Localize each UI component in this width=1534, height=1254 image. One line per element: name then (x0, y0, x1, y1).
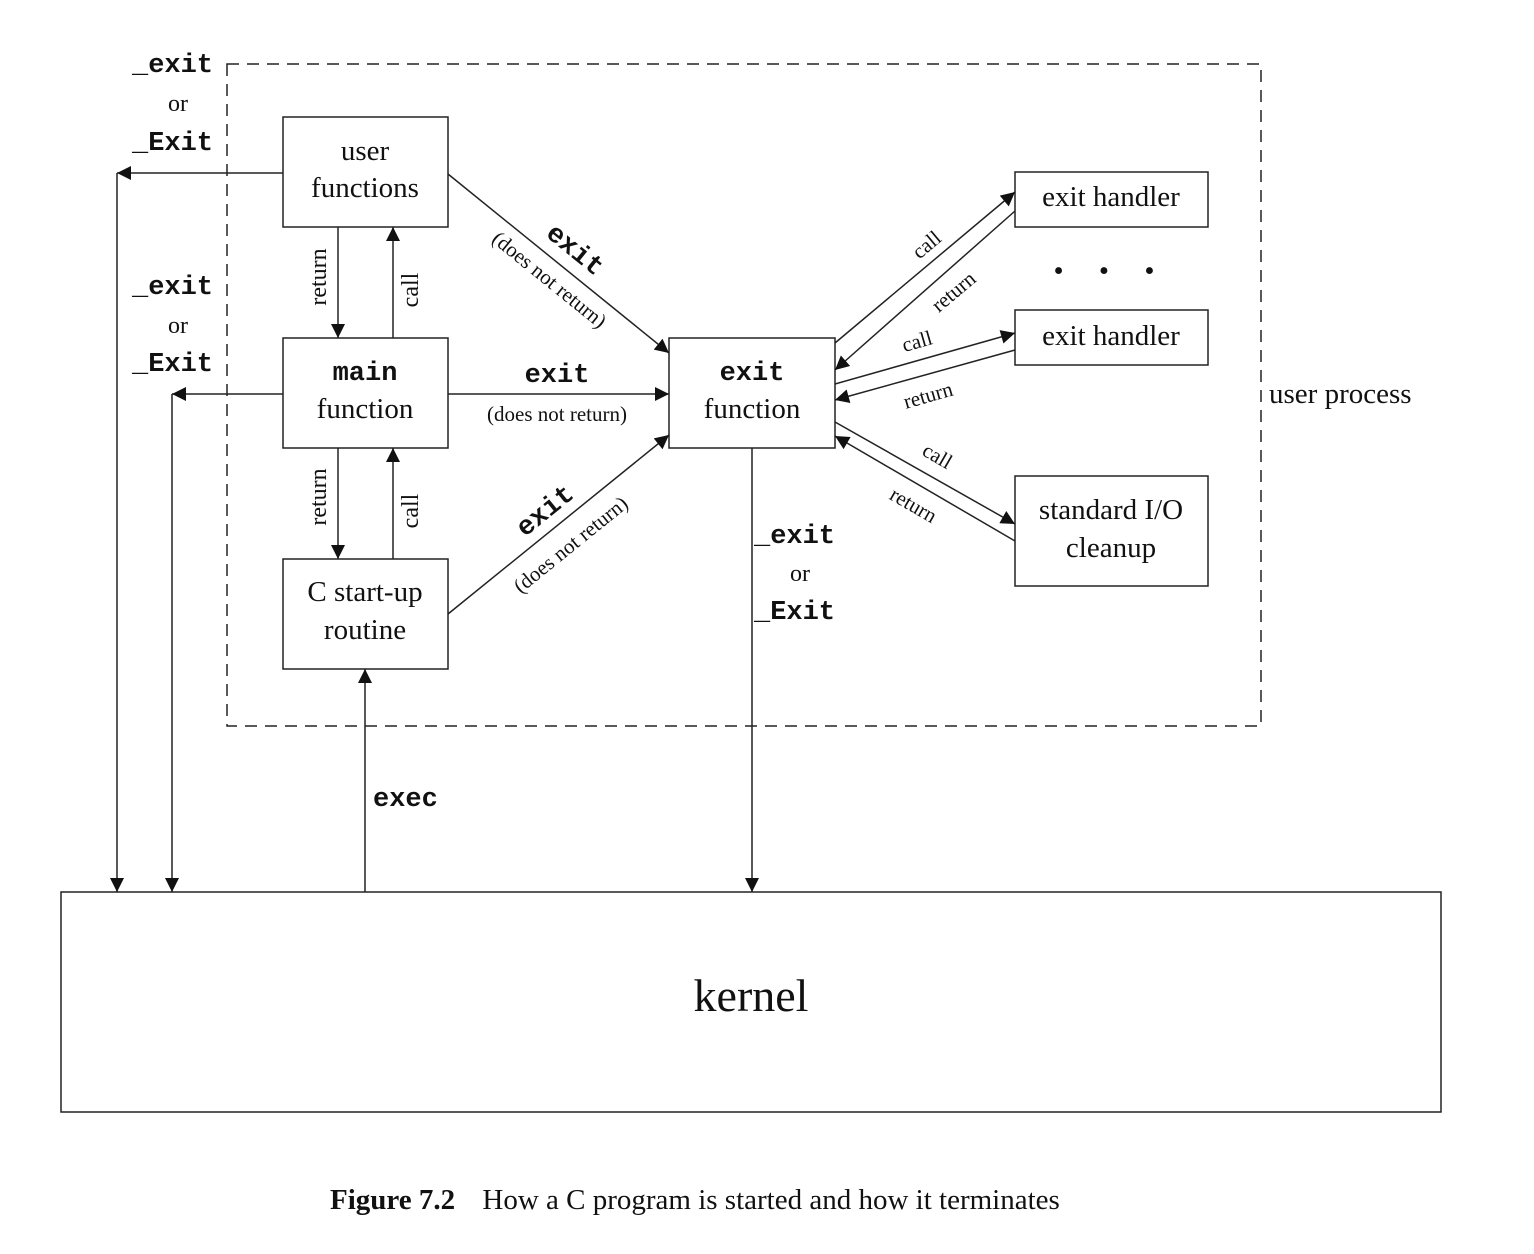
svg-text:kernel: kernel (694, 970, 809, 1021)
exit-function-box: exit function (668, 337, 836, 449)
left-exit-label-2: _exit or _Exit (131, 273, 213, 380)
mid-exit-label: _exit or _Exit (753, 522, 835, 628)
label-call-handler-1: call (907, 226, 946, 264)
figure-number: Figure 7.2 (330, 1184, 455, 1216)
svg-text:function: function (317, 393, 414, 425)
svg-text:or: or (168, 313, 188, 339)
arrow-call-stdio (834, 421, 1016, 525)
arrow-user-exit (447, 173, 670, 354)
user-process-region (226, 63, 1262, 727)
figure-title: How a C program is started and how it te… (482, 1184, 1059, 1216)
svg-text:exit: exit (720, 359, 785, 389)
svg-text:_exit: _exit (753, 522, 835, 552)
svg-text:or: or (168, 91, 188, 117)
svg-text:main: main (333, 359, 398, 389)
arrow-call-handler-2 (834, 330, 1016, 385)
label-call-stdio: call (918, 438, 956, 474)
arrow-return-stdio (834, 435, 1016, 542)
exit-handler-box-2: exit handler (1014, 309, 1209, 366)
label-main-exit: exit (525, 361, 590, 391)
label-return-stdio: return (886, 482, 942, 528)
stdio-cleanup-box: standard I/O cleanup (1014, 475, 1209, 587)
svg-text:cleanup: cleanup (1066, 532, 1156, 564)
left-exit-label-1: _exit or _Exit (131, 51, 213, 159)
arrow-return-handler-1 (834, 210, 1016, 371)
label-exec: exec (373, 785, 438, 815)
arrow-call-handler-1 (834, 191, 1016, 344)
svg-text:standard I/O: standard I/O (1039, 494, 1183, 526)
arrow-startup-exit (447, 434, 670, 615)
svg-text:or: or (790, 561, 810, 587)
figure-caption: Figure 7.2 How a C program is started an… (330, 1184, 1060, 1216)
svg-text:_exit: _exit (131, 51, 213, 81)
label-return-2: return (306, 468, 332, 525)
label-return-handler-1: return (927, 266, 981, 317)
user-functions-box: user functions (282, 116, 449, 228)
exit-handler-box-1: exit handler (1014, 171, 1209, 228)
svg-text:routine: routine (324, 614, 406, 646)
label-call-2: call (398, 493, 424, 528)
svg-text:functions: functions (311, 172, 419, 204)
svg-text:_Exit: _Exit (131, 129, 213, 159)
svg-text:C start-up: C start-up (307, 576, 422, 608)
svg-text:_Exit: _Exit (131, 350, 213, 380)
user-process-label: user process (1269, 378, 1412, 410)
svg-text:function: function (704, 393, 801, 425)
main-function-box: main function (282, 337, 449, 449)
svg-text:exit handler: exit handler (1042, 181, 1180, 213)
label-main-does-not-return: (does not return) (487, 402, 627, 426)
arrow-return-handler-2 (834, 349, 1016, 403)
kernel-box: kernel (60, 891, 1442, 1113)
label-return-handler-2: return (901, 377, 956, 414)
svg-text:exit handler: exit handler (1042, 320, 1180, 352)
svg-text:user: user (341, 135, 390, 167)
ellipsis: • • • (1054, 255, 1169, 287)
label-call-1: call (398, 272, 424, 307)
label-return-1: return (306, 248, 332, 305)
startup-routine-box: C start-up routine (282, 558, 449, 670)
svg-text:_Exit: _Exit (753, 598, 835, 628)
label-call-handler-2: call (899, 326, 935, 357)
svg-text:_exit: _exit (131, 273, 213, 303)
